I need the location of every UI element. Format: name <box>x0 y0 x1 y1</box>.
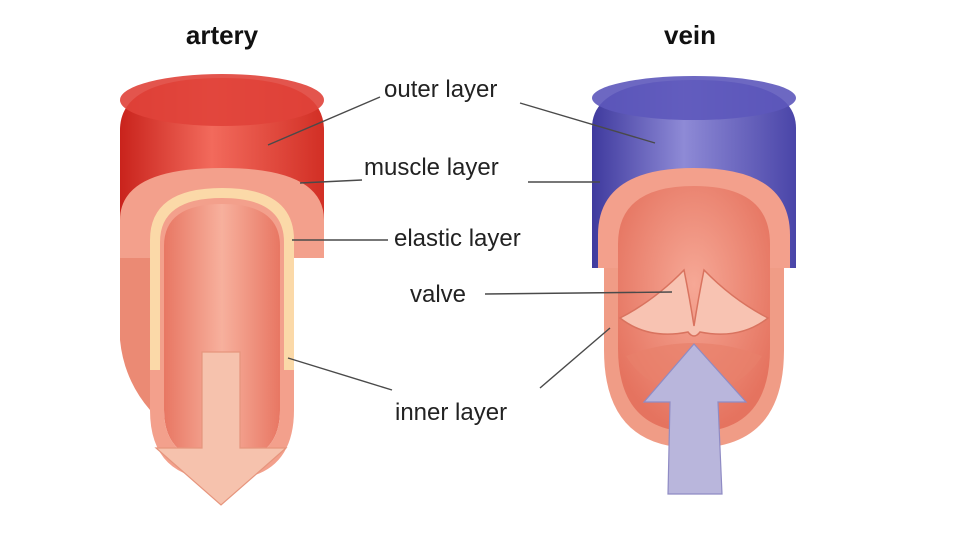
leader-lines <box>267 96 673 391</box>
label-valve: valve <box>410 281 466 308</box>
leader-inner-artery <box>287 357 393 391</box>
vein-flow-arrow <box>642 343 748 495</box>
artery-illustration <box>120 74 324 506</box>
artery-elastic-layer <box>150 188 294 370</box>
label-inner-layer: inner layer <box>395 399 507 426</box>
artery-flow-arrow <box>154 351 288 506</box>
artery-title: artery <box>186 20 259 50</box>
label-elastic-layer: elastic layer <box>394 225 521 252</box>
vein-illustration <box>592 76 796 495</box>
vein-outer-top <box>592 76 796 120</box>
leader-valve <box>484 291 673 295</box>
label-outer-layer: outer layer <box>384 76 497 103</box>
leader-outer-vein <box>519 102 656 144</box>
vein-title: vein <box>664 20 716 50</box>
leader-inner-vein <box>539 327 611 389</box>
leader-outer-artery <box>267 96 381 146</box>
vein-valve <box>618 268 770 337</box>
artery-lumen <box>164 204 280 462</box>
artery-outer-top <box>120 74 324 126</box>
label-muscle-layer: muscle layer <box>364 154 499 181</box>
leader-muscle-artery <box>299 179 363 184</box>
